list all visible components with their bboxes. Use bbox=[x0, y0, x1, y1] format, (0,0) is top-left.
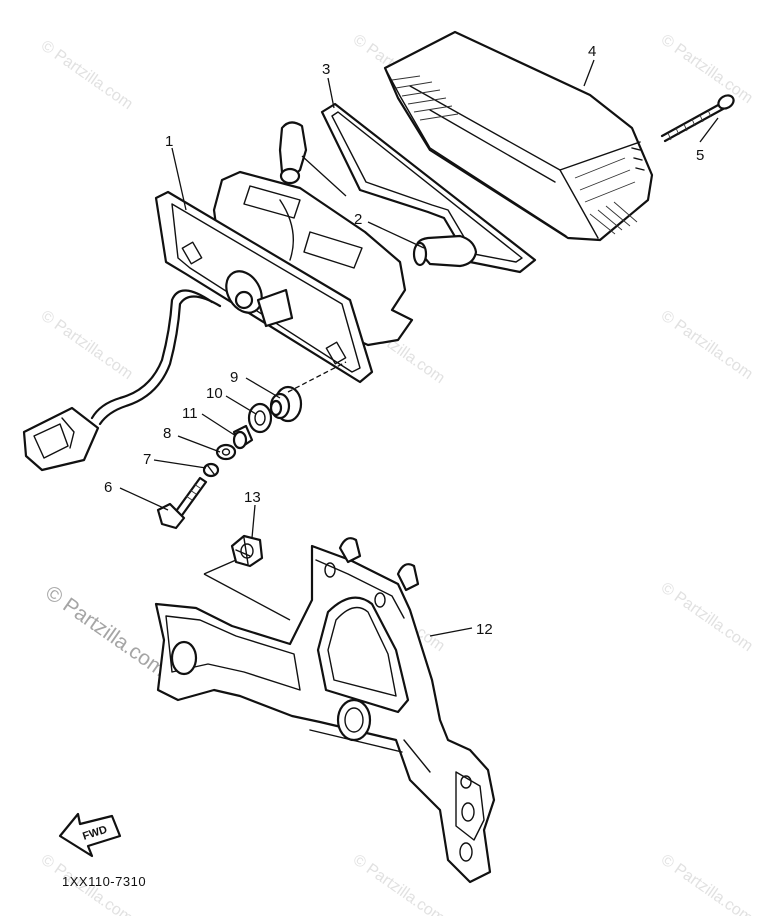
callout-7: 7 bbox=[143, 451, 151, 468]
callout-2: 2 bbox=[354, 211, 362, 228]
wire-harness bbox=[22, 289, 222, 472]
callout-4: 4 bbox=[588, 43, 596, 60]
part-12-mounting-bracket bbox=[154, 537, 496, 884]
watermark-main: © Partzilla.com bbox=[41, 581, 170, 681]
callout-10: 10 bbox=[206, 385, 223, 402]
callout-12: 12 bbox=[476, 621, 493, 638]
drawing-code: 1XX110-7310 bbox=[62, 874, 146, 889]
callout-3: 3 bbox=[322, 61, 330, 78]
watermark: © Partzilla.com bbox=[658, 851, 756, 916]
part-1-bracket bbox=[154, 190, 374, 384]
callout-11: 11 bbox=[182, 405, 198, 422]
part-2-bulbs bbox=[278, 121, 478, 268]
watermark: © Partzilla.com bbox=[38, 307, 136, 383]
callout-1: 1 bbox=[165, 133, 173, 150]
watermark: © Partzilla.com bbox=[350, 851, 448, 916]
callout-9: 9 bbox=[230, 369, 238, 386]
callout-13: 13 bbox=[244, 489, 261, 506]
part-8-washer bbox=[215, 443, 237, 461]
callouts: 1 2 3 4 5 6 7 8 9 10 11 12 13 bbox=[104, 43, 704, 638]
part-4-tail-lens bbox=[383, 30, 654, 242]
callout-5: 5 bbox=[696, 147, 704, 164]
part-13-nut bbox=[230, 534, 264, 568]
leader-lines bbox=[119, 59, 719, 637]
watermark: © Partzilla.com bbox=[658, 31, 756, 107]
part-5-screw bbox=[660, 94, 735, 143]
callout-6: 6 bbox=[104, 479, 112, 496]
fwd-arrow-icon: FWD bbox=[58, 812, 122, 858]
part-6-bolt bbox=[156, 476, 208, 530]
watermark: © Partzilla.com bbox=[38, 37, 136, 113]
callout-8: 8 bbox=[163, 425, 171, 442]
part-11-collar bbox=[232, 424, 254, 450]
part-7-lockwasher bbox=[202, 462, 220, 478]
watermark: © Partzilla.com bbox=[658, 307, 756, 383]
watermark: © Partzilla.com bbox=[658, 579, 756, 655]
part-10-washer bbox=[247, 402, 273, 434]
part-9-grommet bbox=[269, 385, 303, 423]
